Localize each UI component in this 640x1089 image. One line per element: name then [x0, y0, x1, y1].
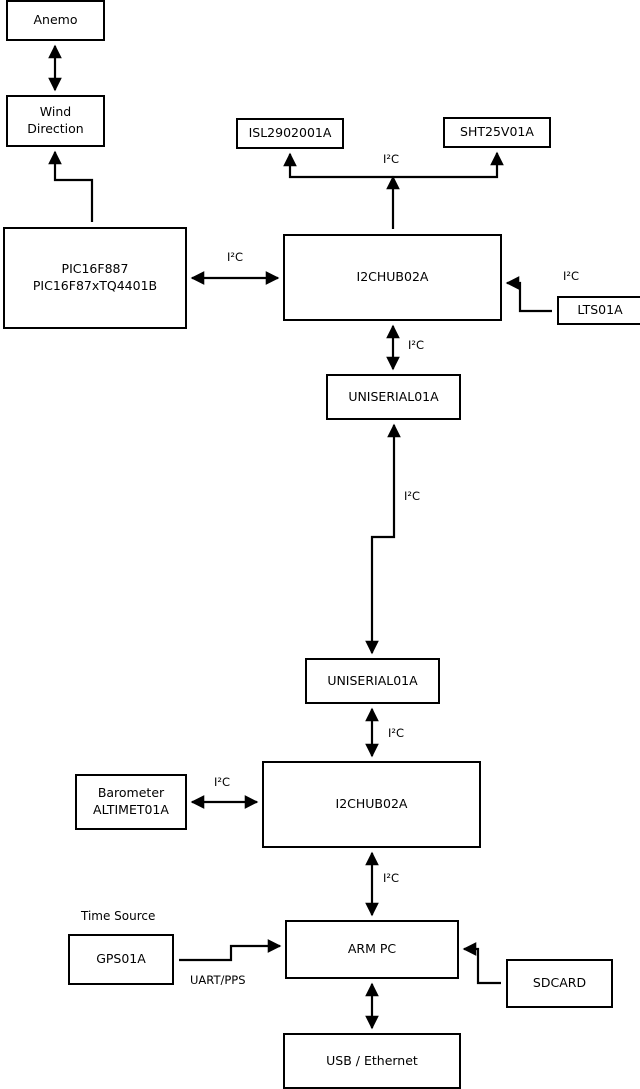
connector-uniserial-link	[365, 423, 401, 655]
edge-label-i2c-barometer: I²C	[214, 775, 231, 789]
connector-lts-hubtop	[505, 276, 552, 313]
connector-sensorbus-isl	[283, 152, 393, 179]
node-gps01a[interactable]: GPS01A	[68, 934, 174, 985]
node-sdcard[interactable]: SDCARD	[506, 959, 613, 1008]
node-usb-ethernet[interactable]: USB / Ethernet	[283, 1033, 461, 1089]
node-label: SHT25V01A	[460, 124, 534, 140]
node-pic-microcontroller[interactable]: PIC16F887 PIC16F87xTQ4401B	[3, 227, 187, 329]
edge-label-uart-pps: UART/PPS	[190, 973, 246, 987]
node-label: ARM PC	[347, 941, 397, 957]
node-label: USB / Ethernet	[326, 1052, 418, 1068]
node-anemo[interactable]: Anemo	[6, 0, 105, 41]
connector-sdcard-armpc	[462, 942, 501, 985]
node-uniserial01a-top[interactable]: UNISERIAL01A	[326, 374, 461, 420]
node-i2chub02a-bottom[interactable]: I2CHUB02A	[262, 761, 481, 848]
connector-pic-wind	[48, 150, 94, 222]
node-sht25v01a[interactable]: SHT25V01A	[443, 117, 551, 148]
connector-sensorbus-sht	[393, 151, 504, 179]
node-uniserial01a-bottom[interactable]: UNISERIAL01A	[305, 658, 440, 704]
node-label: PIC16F887 PIC16F87xTQ4401B	[32, 261, 158, 293]
connector-gps-armpc	[179, 939, 282, 962]
node-lts01a[interactable]: LTS01A	[557, 296, 640, 325]
node-label: ISL2902001A	[248, 125, 332, 141]
node-arm-pc[interactable]: ARM PC	[285, 920, 459, 979]
node-label: LTS01A	[577, 302, 623, 318]
edge-label-i2c-uniserial-hub-bottom: I²C	[388, 726, 405, 740]
node-wind-direction[interactable]: Wind Direction	[6, 95, 105, 147]
edge-label-i2c-sensor-bus: I²C	[383, 152, 400, 166]
edge-label-i2c-hub-uniserial: I²C	[408, 338, 425, 352]
node-label: UNISERIAL01A	[327, 672, 418, 688]
edge-label-i2c-uniserial-link: I²C	[404, 489, 421, 503]
node-label: GPS01A	[96, 951, 146, 967]
node-label: UNISERIAL01A	[348, 388, 439, 404]
edge-label-i2c-hub-armpc: I²C	[383, 871, 400, 885]
node-barometer-altimet01a[interactable]: Barometer ALTIMET01A	[75, 774, 187, 830]
node-label: Barometer ALTIMET01A	[93, 785, 169, 817]
node-label: SDCARD	[532, 975, 587, 991]
edge-label-i2c-pic-hub: I²C	[227, 250, 244, 264]
node-label: I2CHUB02A	[356, 269, 429, 285]
node-label: Anemo	[33, 12, 78, 28]
label-time-source: Time Source	[81, 909, 156, 923]
node-isl2902001a[interactable]: ISL2902001A	[236, 118, 344, 149]
node-i2chub02a-top[interactable]: I2CHUB02A	[283, 234, 502, 321]
edge-label-i2c-lts: I²C	[563, 269, 580, 283]
node-label: I2CHUB02A	[335, 796, 408, 812]
node-label: Wind Direction	[27, 104, 84, 136]
